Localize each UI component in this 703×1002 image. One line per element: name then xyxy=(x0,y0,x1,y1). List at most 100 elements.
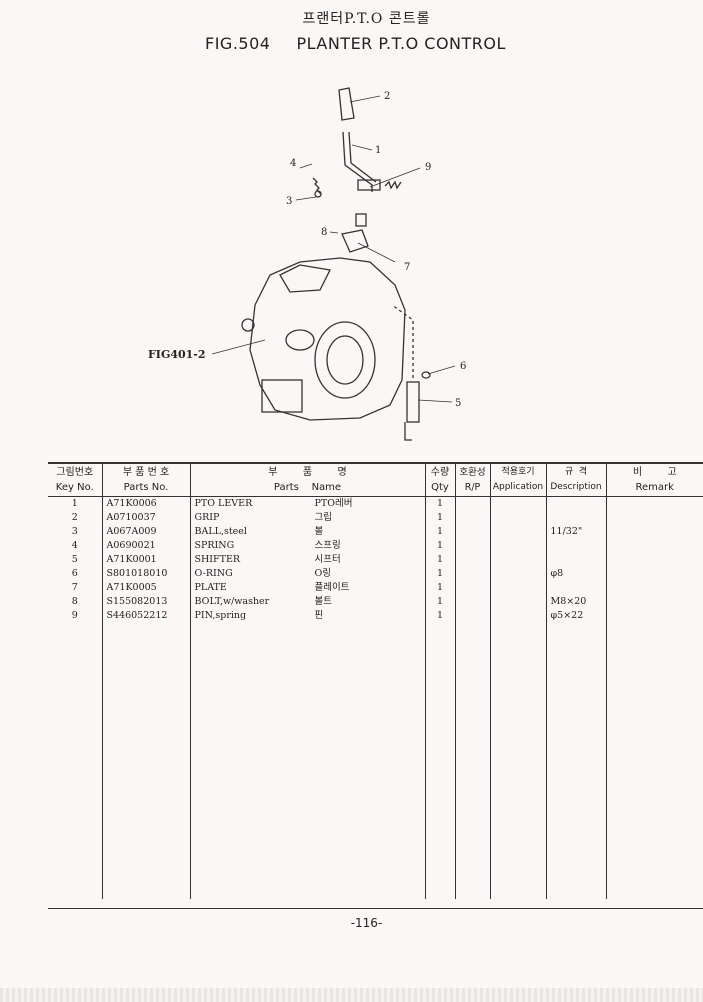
application xyxy=(489,609,546,623)
callout-2: 2 xyxy=(384,91,390,102)
key-no: 8 xyxy=(71,596,78,607)
qty: 1 xyxy=(424,525,455,539)
part-name-ko: 볼 xyxy=(314,526,324,537)
rp xyxy=(454,567,490,581)
key-no: 6 xyxy=(71,568,78,579)
table-bottom-rule xyxy=(48,908,703,909)
part-name: O-RING O링 xyxy=(189,567,425,581)
key-no: 2 xyxy=(71,512,78,523)
table-row: 8 S155082013 BOLT,w/washer 볼트 1 M8×20 xyxy=(48,595,703,609)
part-name-en: SPRING xyxy=(194,540,235,551)
application xyxy=(489,595,546,609)
rp xyxy=(454,525,490,539)
description xyxy=(545,553,606,567)
description xyxy=(545,496,606,511)
part-name-en: SHIFTER xyxy=(194,554,241,565)
exploded-parts-diagram: 2 1 4 9 3 8 7 6 5 FIG401-2 xyxy=(148,87,466,441)
part-name-en: O-RING xyxy=(194,568,233,579)
rp xyxy=(454,539,490,553)
part-name-ko: PTO레버 xyxy=(314,498,353,509)
part-no: A0690021 xyxy=(101,539,190,553)
remark xyxy=(605,567,703,581)
description: φ5×22 xyxy=(545,609,606,623)
part-no: S155082013 xyxy=(101,595,190,609)
part-name-ko: 볼트 xyxy=(314,596,332,607)
callout-1: 1 xyxy=(375,145,381,156)
title-korean: 프랜터P.T.O 콘트롤 xyxy=(302,11,431,27)
rp xyxy=(454,609,490,623)
part-name: SHIFTER 시프터 xyxy=(189,553,425,567)
remark xyxy=(605,553,703,567)
qty: 1 xyxy=(424,553,455,567)
key-no: 4 xyxy=(71,540,78,551)
part-no: A71K0005 xyxy=(101,581,190,595)
application xyxy=(489,581,546,595)
description: M8×20 xyxy=(545,595,606,609)
reference-fig401-2: FIG401-2 xyxy=(148,348,206,361)
description xyxy=(545,539,606,553)
part-name: PTO LEVER PTO레버 xyxy=(189,496,425,511)
description xyxy=(545,511,606,525)
description: φ8 xyxy=(545,567,606,581)
description xyxy=(545,581,606,595)
remark xyxy=(605,539,703,553)
plate xyxy=(341,229,369,253)
part-no: A71K0006 xyxy=(101,496,190,511)
part-name-en: PLATE xyxy=(194,582,227,593)
application xyxy=(489,567,546,581)
callout-9: 9 xyxy=(425,162,431,173)
part-name-en: BALL,steel xyxy=(194,526,247,537)
key-no: 5 xyxy=(71,554,78,565)
part-no: A067A009 xyxy=(101,525,190,539)
rp xyxy=(454,553,490,567)
figure-title: FIG.504 PLANTER P.T.O CONTROL xyxy=(205,34,506,53)
grip xyxy=(338,87,355,121)
qty: 1 xyxy=(424,496,455,511)
application xyxy=(489,539,546,553)
application xyxy=(489,553,546,567)
table-row: 4 A0690021 SPRING 스프링 1 xyxy=(48,539,703,553)
remark xyxy=(605,496,703,511)
part-name-ko: 그립 xyxy=(314,512,332,523)
remark xyxy=(605,525,703,539)
callout-4: 4 xyxy=(290,158,296,169)
application xyxy=(489,525,546,539)
key-no: 3 xyxy=(71,526,78,537)
table-filler xyxy=(48,623,703,899)
part-name-ko: O링 xyxy=(314,568,332,579)
application xyxy=(489,496,546,511)
part-no: S801018010 xyxy=(101,567,190,581)
key-no: 9 xyxy=(71,610,78,621)
part-name-en: PTO LEVER xyxy=(194,498,253,509)
part-name-ko: 시프터 xyxy=(314,554,341,565)
rp xyxy=(454,595,490,609)
qty: 1 xyxy=(424,595,455,609)
qty: 1 xyxy=(424,581,455,595)
remark xyxy=(605,609,703,623)
callout-7: 7 xyxy=(404,262,410,273)
remark xyxy=(605,511,703,525)
part-name-en: BOLT,w/washer xyxy=(194,596,270,607)
callout-5: 5 xyxy=(455,398,461,409)
part-name-ko: 스프링 xyxy=(314,540,341,551)
part-name: BALL,steel 볼 xyxy=(189,525,425,539)
figure-title-english: PLANTER P.T.O CONTROL xyxy=(296,34,506,53)
callout-8: 8 xyxy=(321,227,327,238)
part-no: A71K0001 xyxy=(101,553,190,567)
table-row: 5 A71K0001 SHIFTER 시프터 1 xyxy=(48,553,703,567)
figure-number: FIG.504 xyxy=(205,34,271,53)
qty: 1 xyxy=(424,539,455,553)
